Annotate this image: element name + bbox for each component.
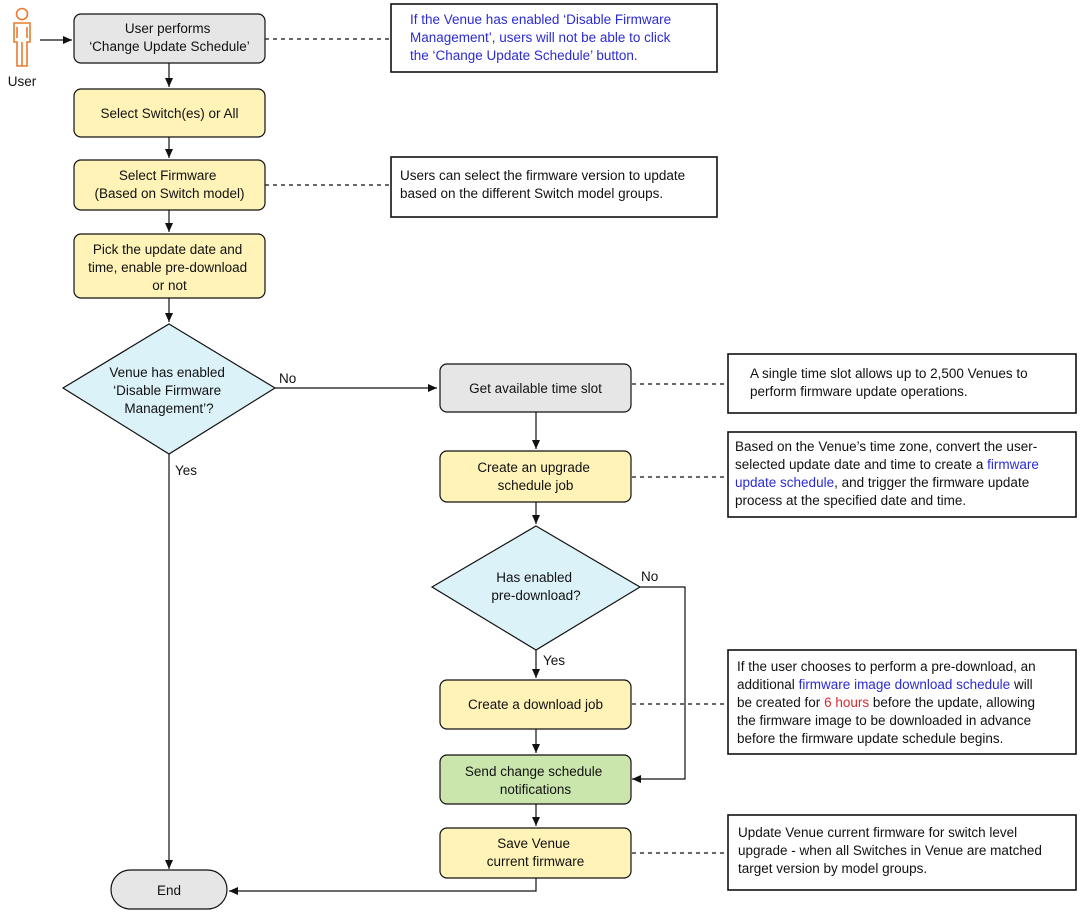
note-firmware-version-box bbox=[390, 156, 718, 218]
save-venue-box bbox=[439, 827, 632, 879]
no-label-1: No bbox=[279, 371, 296, 386]
save-venue-label: Save Venue current firmware bbox=[487, 836, 585, 869]
note-predownload-box bbox=[727, 649, 1077, 755]
change-schedule-box bbox=[73, 13, 266, 64]
update-schedule-link: update schedule bbox=[735, 475, 834, 490]
user-icon bbox=[13, 7, 31, 67]
end-label: End bbox=[157, 883, 181, 898]
get-slot-box bbox=[439, 363, 632, 413]
note-time-slot-text: A single time slot allows up to 2,500 Ve… bbox=[750, 366, 1031, 399]
note-save-venue-text: Update Venue current firmware for switch… bbox=[738, 825, 1046, 876]
end-terminator bbox=[110, 869, 228, 910]
note-disable-button-text: If the Venue has enabled ‘Disable Firmwa… bbox=[410, 12, 675, 63]
user-label: User bbox=[8, 74, 37, 89]
note-timezone-text: Based on the Venue’s time zone, convert … bbox=[735, 439, 1043, 508]
yes-label-1: Yes bbox=[175, 463, 197, 478]
connectors bbox=[40, 36, 686, 895]
note-connectors bbox=[265, 38, 728, 854]
note-predownload-text: If the user chooses to perform a pre-dow… bbox=[737, 659, 1039, 746]
pick-date-label: Pick the update date and time, enable pr… bbox=[88, 242, 251, 293]
get-slot-label: Get available time slot bbox=[469, 381, 602, 396]
predownload-decision bbox=[430, 525, 642, 651]
pick-date-box bbox=[73, 233, 266, 299]
disable-firmware-question: Venue has enabled ‘Disable Firmware Mana… bbox=[109, 365, 228, 416]
note-time-slot-box bbox=[727, 353, 1077, 414]
note-save-venue-box bbox=[727, 814, 1077, 891]
disable-firmware-decision bbox=[61, 323, 277, 455]
send-notifications-box bbox=[439, 754, 632, 805]
six-hours-highlight: 6 hours bbox=[824, 695, 869, 710]
select-switch-box bbox=[73, 88, 266, 138]
note-disable-button-box bbox=[390, 3, 718, 73]
send-notifications-label: Send change schedule notifications bbox=[465, 764, 606, 797]
no-label-2: No bbox=[641, 569, 658, 584]
select-firmware-label: Select Firmware (Based on Switch model) bbox=[94, 168, 244, 201]
predownload-question: Has enabled pre-download? bbox=[491, 570, 580, 603]
create-download-box bbox=[439, 679, 632, 730]
create-job-box bbox=[439, 450, 632, 503]
note-firmware-version-text: Users can select the firmware version to… bbox=[400, 168, 689, 201]
create-download-label: Create a download job bbox=[468, 697, 603, 712]
select-firmware-box bbox=[73, 159, 266, 211]
select-switch-label: Select Switch(es) or All bbox=[100, 106, 238, 121]
change-schedule-label: User performs ‘Change Update Schedule’ bbox=[89, 21, 250, 54]
image-download-schedule-link: firmware image download schedule bbox=[799, 677, 1011, 692]
create-job-label: Create an upgrade schedule job bbox=[477, 460, 593, 493]
yes-label-2: Yes bbox=[543, 653, 565, 668]
note-timezone-box bbox=[727, 431, 1077, 518]
firmware-link: firmware bbox=[987, 457, 1039, 472]
